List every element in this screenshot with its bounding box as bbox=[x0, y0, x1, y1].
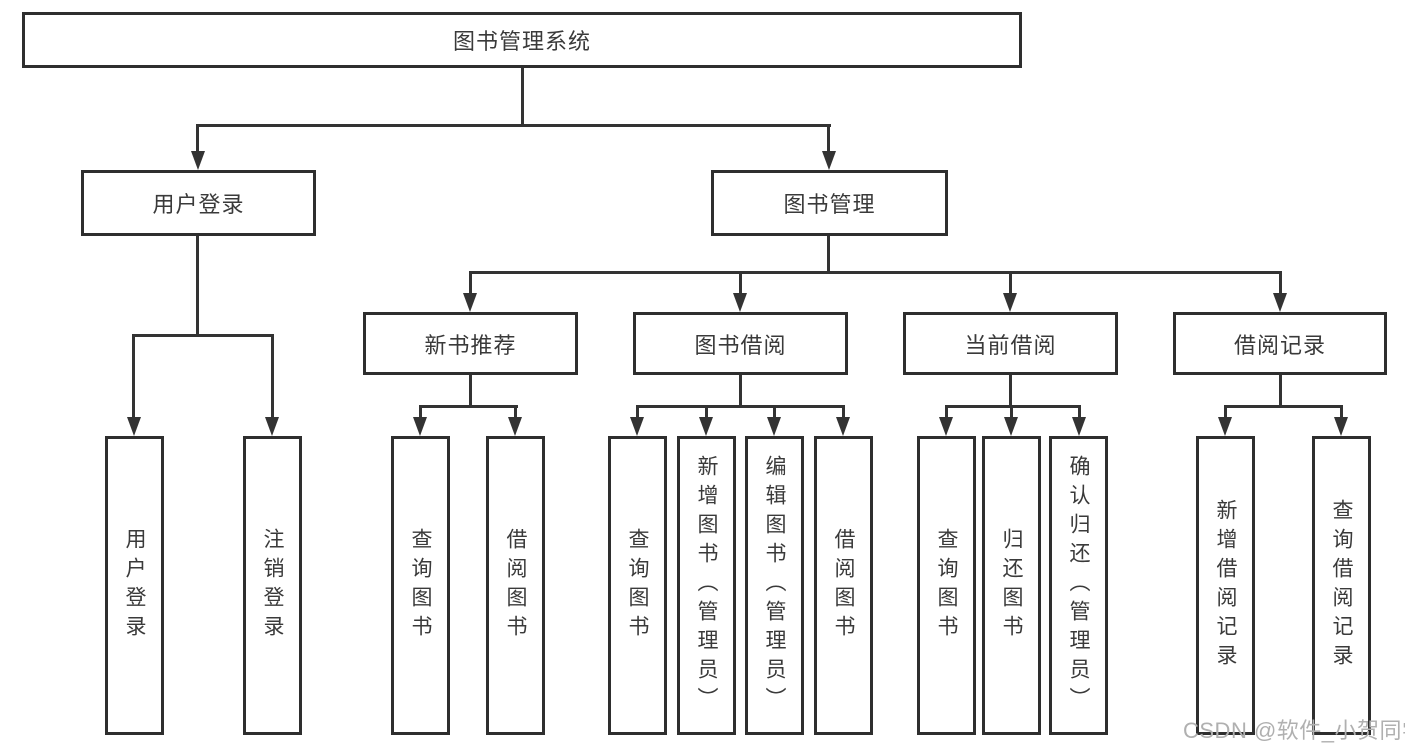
connector-drop-current-borrowing bbox=[1009, 271, 1012, 294]
connector-drop-bb-edit bbox=[773, 405, 776, 418]
connector-cb-stem bbox=[1009, 375, 1012, 408]
connector-drop-book-management bbox=[827, 124, 830, 152]
arrowhead-cb-return bbox=[1004, 417, 1018, 436]
connector-drop-borrowing-records bbox=[1279, 271, 1282, 294]
connector-nbr-bar bbox=[419, 405, 518, 408]
connector-nbr-stem bbox=[469, 375, 472, 408]
connector-drop-nbr-query bbox=[419, 405, 422, 418]
leaf-bb-edit-books-admin: 编辑图书（管理员） bbox=[745, 436, 804, 735]
connector-drop-bb-add bbox=[705, 405, 708, 418]
arrowhead-br-query bbox=[1334, 417, 1348, 436]
leaf-cb-confirm-return-admin: 确认归还（管理员） bbox=[1049, 436, 1108, 735]
arrowhead-cb-confirm bbox=[1072, 417, 1086, 436]
arrowhead-book-management bbox=[822, 151, 836, 170]
arrowhead-login bbox=[127, 417, 141, 436]
connector-drop-book-borrowing bbox=[739, 271, 742, 294]
arrowhead-borrowing-records bbox=[1273, 293, 1287, 312]
connector-drop-bb-borrow bbox=[842, 405, 845, 418]
node-new-book-recommend: 新书推荐 bbox=[363, 312, 578, 375]
connector-user-login-bar bbox=[132, 334, 274, 337]
connector-root-bar bbox=[197, 124, 831, 127]
connector-drop-br-add bbox=[1224, 405, 1227, 418]
connector-drop-user-login bbox=[196, 124, 199, 152]
connector-user-login-stem bbox=[196, 236, 199, 337]
connector-br-bar bbox=[1224, 405, 1343, 408]
leaf-bb-query-books: 查询图书 bbox=[608, 436, 667, 735]
connector-bb-stem bbox=[739, 375, 742, 408]
connector-book-mgmt-bar bbox=[469, 271, 1282, 274]
node-book-management: 图书管理 bbox=[711, 170, 948, 236]
arrowhead-logout bbox=[265, 417, 279, 436]
arrowhead-new-book-recommend bbox=[463, 293, 477, 312]
connector-drop-cb-confirm bbox=[1078, 405, 1081, 418]
connector-drop-login bbox=[132, 334, 135, 418]
arrowhead-bb-add bbox=[699, 417, 713, 436]
leaf-cb-query-books: 查询图书 bbox=[917, 436, 976, 735]
connector-drop-nbr-borrow bbox=[514, 405, 517, 418]
node-book-borrowing: 图书借阅 bbox=[633, 312, 848, 375]
node-borrowing-records: 借阅记录 bbox=[1173, 312, 1387, 375]
leaf-cb-return-books: 归还图书 bbox=[982, 436, 1041, 735]
node-current-borrowing: 当前借阅 bbox=[903, 312, 1118, 375]
connector-root-stem bbox=[521, 68, 524, 127]
connector-bb-bar bbox=[636, 405, 845, 408]
connector-drop-cb-query bbox=[945, 405, 948, 418]
arrowhead-book-borrowing bbox=[733, 293, 747, 312]
node-root-library-management-system: 图书管理系统 bbox=[22, 12, 1022, 68]
arrowhead-bb-borrow bbox=[836, 417, 850, 436]
csdn-watermark: CSDN @软件_小贺同学 bbox=[1183, 718, 1405, 743]
leaf-br-query-borrow-record: 查询借阅记录 bbox=[1312, 436, 1371, 735]
node-user-login: 用户登录 bbox=[81, 170, 316, 236]
leaf-user-login: 用户登录 bbox=[105, 436, 164, 735]
connector-cb-bar bbox=[945, 405, 1081, 408]
leaf-nbr-query-books: 查询图书 bbox=[391, 436, 450, 735]
leaf-nbr-borrow-books: 借阅图书 bbox=[486, 436, 545, 735]
connector-drop-cb-return bbox=[1010, 405, 1013, 418]
connector-book-mgmt-stem bbox=[827, 236, 830, 274]
arrowhead-nbr-borrow bbox=[508, 417, 522, 436]
connector-drop-new-book-recommend bbox=[469, 271, 472, 294]
arrowhead-bb-edit bbox=[767, 417, 781, 436]
arrowhead-user-login bbox=[191, 151, 205, 170]
arrowhead-br-add bbox=[1218, 417, 1232, 436]
leaf-bb-add-books-admin: 新增图书（管理员） bbox=[677, 436, 736, 735]
connector-br-stem bbox=[1279, 375, 1282, 408]
arrowhead-bb-query bbox=[630, 417, 644, 436]
arrowhead-cb-query bbox=[939, 417, 953, 436]
connector-drop-br-query bbox=[1340, 405, 1343, 418]
leaf-bb-borrow-books: 借阅图书 bbox=[814, 436, 873, 735]
leaf-logout: 注销登录 bbox=[243, 436, 302, 735]
arrowhead-nbr-query bbox=[413, 417, 427, 436]
leaf-br-add-borrow-record: 新增借阅记录 bbox=[1196, 436, 1255, 735]
arrowhead-current-borrowing bbox=[1003, 293, 1017, 312]
connector-drop-logout bbox=[271, 334, 274, 418]
connector-drop-bb-query bbox=[636, 405, 639, 418]
